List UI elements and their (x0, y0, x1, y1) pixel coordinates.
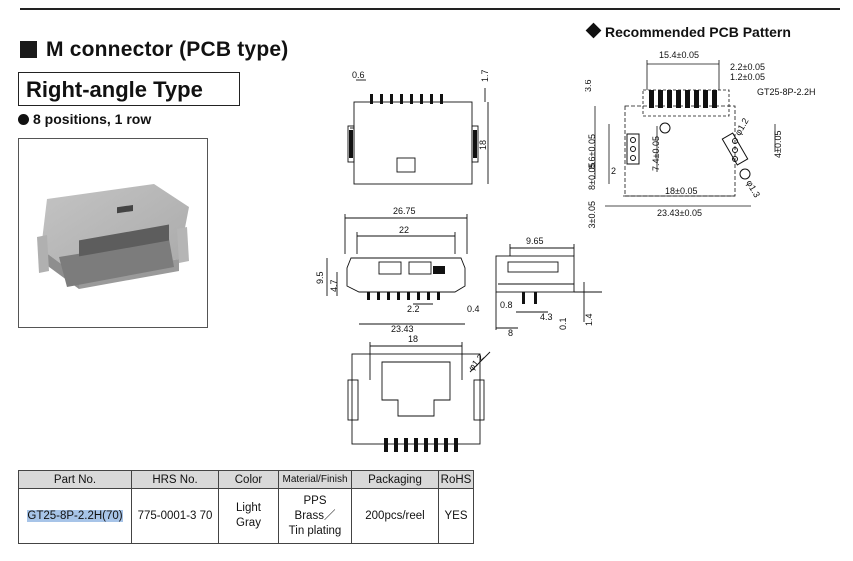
header-rohs: RoHS (438, 470, 474, 489)
pcb-dim-hole-dia: φ1.2 (733, 116, 751, 137)
positions-line: 8 positions, 1 row (18, 111, 151, 127)
bullet-icon (18, 114, 29, 125)
pcb-dim-pitch-total: 15.4±0.05 (659, 50, 699, 60)
front-dim-04: 0.4 (467, 304, 480, 314)
top-dim-06: 0.6 (352, 70, 365, 80)
top-dim-18: 18 (478, 140, 488, 150)
pcb-dim-bottom-2343: 23.43±0.05 (657, 208, 702, 218)
pcb-pattern-title: Recommended PCB Pattern (585, 22, 791, 40)
front-view-drawing: 26.75 22 9.5 4.7 2.2 0.4 23.43 (315, 206, 480, 334)
side-dim-8: 8 (508, 328, 513, 338)
material-line-1: PPS (303, 494, 327, 507)
cell-packaging: 200pcs/reel (351, 488, 439, 544)
pcb-dim-right-dia: φ1.3 (744, 178, 762, 199)
spec-table: Part No. HRS No. Color Material/Finish P… (18, 470, 474, 544)
product-photo (18, 138, 208, 328)
cell-rohs: YES (438, 488, 474, 544)
section-title-text: M connector (PCB type) (46, 38, 289, 61)
header-material: Material/Finish (278, 470, 352, 489)
cell-part-no[interactable]: GT25-8P-2.2H(70) (18, 488, 132, 544)
header-packaging: Packaging (351, 470, 439, 489)
bottom-view-drawing: 18 φ1.2 (347, 334, 491, 452)
pcb-dim-pad-a: 2.2±0.05 (730, 62, 765, 72)
pcb-dim-hole-pitch: 7.4±0.05 (651, 136, 661, 171)
pcb-dim-small-2: 2 (611, 166, 616, 176)
pcb-dim-left-b: 8±0.05 (587, 163, 597, 190)
side-dim-01: 0.1 (558, 317, 568, 330)
front-dim-22b: 2.2 (407, 304, 420, 314)
header-part-no: Part No. (18, 470, 132, 489)
pcb-dim-left-c: 4.3±0.05 (587, 201, 597, 229)
front-dim-95: 9.5 (315, 271, 325, 284)
bottom-dim-12: φ1.2 (466, 352, 485, 372)
table-header-row: Part No. HRS No. Color Material/Finish P… (18, 470, 474, 489)
side-dim-08: 0.8 (500, 300, 513, 310)
color-line-2: Gray (236, 517, 261, 529)
cell-material: PPS Brass／ Tin plating (278, 488, 352, 544)
front-dim-2343: 23.43 (391, 324, 414, 334)
type-title: Right-angle Type (18, 72, 240, 106)
side-view-drawing: 9.65 0.8 4.3 0.1 1.4 8 (495, 236, 602, 338)
side-dim-14: 1.4 (584, 313, 594, 326)
side-dim-43: 4.3 (540, 312, 553, 322)
front-dim-22: 22 (399, 225, 409, 235)
side-dim-965: 9.65 (526, 236, 544, 246)
header-hrs-no: HRS No. (131, 470, 219, 489)
square-icon (20, 41, 37, 58)
pcb-dim-bottom-18: 18±0.05 (665, 186, 697, 196)
header-color: Color (218, 470, 279, 489)
pcb-dim-right-4: 4±0.05 (773, 131, 783, 158)
pcb-dim-pad-b: 1.2±0.05 (730, 72, 765, 82)
diamond-icon (585, 22, 602, 39)
color-line-1: Light (236, 502, 261, 514)
section-title: M connector (PCB type) (20, 38, 288, 62)
part-no-selected: GT25-8P-2.2H(70) (27, 509, 123, 522)
material-line-2: Brass／ (294, 509, 336, 522)
pcb-pattern-title-text: Recommended PCB Pattern (605, 24, 791, 40)
top-view-drawing: 0.6 1.7 18 (347, 69, 490, 185)
connector-photo-illustration (37, 184, 189, 289)
cell-hrs-no: 775-0001-3 70 (131, 488, 219, 544)
pcb-pattern-drawing: 15.4±0.05 2.2±0.05 1.2±0.05 GT25-8P-2.2H… (585, 50, 816, 229)
pcb-dim-left-a: 8.6±0.05 (587, 134, 597, 169)
top-rule (20, 8, 840, 10)
front-dim-2675: 26.75 (393, 206, 416, 216)
pcb-part-ref: GT25-8P-2.2H (757, 87, 816, 97)
front-dim-47: 4.7 (329, 279, 339, 292)
top-dim-17: 1.7 (480, 69, 490, 82)
material-line-3: Tin plating (288, 524, 342, 537)
positions-text: 8 positions, 1 row (33, 111, 152, 127)
pcb-dim-top-offset: 3.6 (585, 79, 593, 92)
bottom-dim-18: 18 (408, 334, 418, 344)
